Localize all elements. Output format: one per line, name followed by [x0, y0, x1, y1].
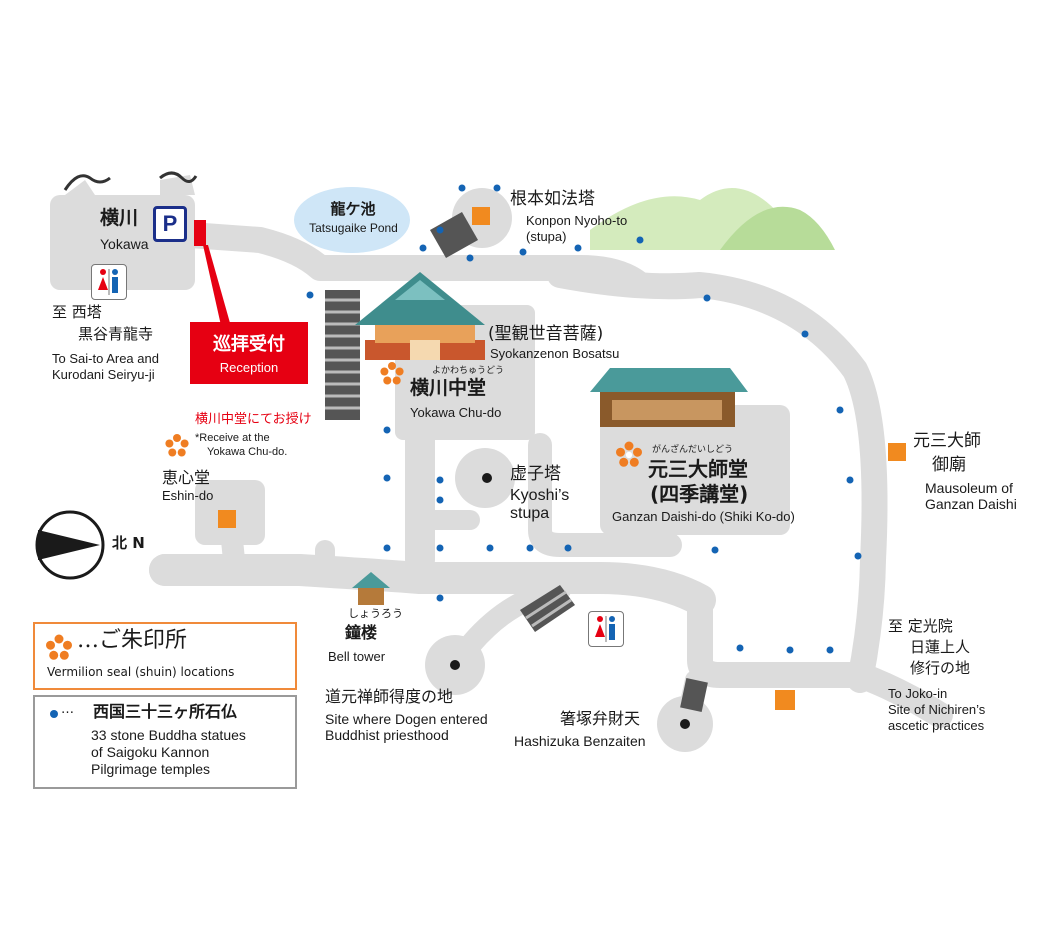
- saito-en2: Kurodani Seiryu-ji: [52, 367, 155, 382]
- hashizuka-jp: 箸塚弁財天: [560, 709, 641, 728]
- bell-jp: 鐘楼: [345, 623, 378, 642]
- pond-jp: 龍ケ池: [330, 200, 376, 218]
- legend-stone-jp: 西国三十三ヶ所石仏: [93, 702, 238, 721]
- joko-en3: ascetic practices: [888, 718, 985, 733]
- mausoleum-jp2: 御廟: [932, 455, 966, 475]
- joko-jp2: 日蓮上人: [910, 638, 971, 656]
- ganzan-en: Ganzan Daishi-do (Shiki Ko-do): [612, 509, 795, 524]
- dogen-en1: Site where Dogen entered: [325, 711, 488, 727]
- joko-jp3: 修行の地: [910, 659, 971, 677]
- mausoleum-marker: [888, 443, 906, 461]
- eshindo-en: Eshin-do: [162, 488, 214, 503]
- yokawa-label-en: Yokawa: [100, 236, 149, 252]
- parking-icon: P: [153, 206, 187, 242]
- receive-note-en2: Yokawa Chu-do.: [207, 446, 288, 458]
- orange-markers: [218, 207, 906, 710]
- legend-stone-buddha: … 西国三十三ヶ所石仏 33 stone Buddha statues of S…: [33, 695, 297, 789]
- stairs: [325, 212, 708, 712]
- dogen-jp: 道元禅師得度の地: [325, 687, 454, 706]
- legend-stone-en3: Pilgrimage temples: [91, 761, 211, 777]
- legend-seal: …ご朱印所 Vermilion seal (shuin) locations: [33, 622, 297, 690]
- reception-jp: 巡拝受付: [213, 334, 285, 355]
- joko-en2: Site of Nichiren’s: [888, 702, 986, 717]
- bell-ruby: しょうろう: [348, 607, 403, 620]
- reception-en: Reception: [219, 360, 279, 375]
- receive-note-jp: 横川中堂にてお授け: [195, 412, 312, 427]
- seal-asterisks: [165, 362, 642, 467]
- joko-en1: To Joko-in: [888, 686, 948, 701]
- joko-jp1: 至 定光院: [888, 617, 953, 635]
- dogen-en2: Buddhist priesthood: [325, 727, 449, 743]
- pond-en: Tatsugaike Pond: [309, 221, 398, 235]
- kyoshi-en1: Kyoshi’s: [510, 487, 570, 504]
- legend-seal-en: Vermilion seal (shuin) locations: [47, 665, 235, 679]
- ganzan-daishido-building: [590, 368, 748, 427]
- joko-marker: [775, 690, 795, 710]
- north-label: 北 N: [112, 534, 145, 552]
- tatsugaike-pond: [294, 187, 410, 253]
- konpon-marker: [472, 207, 490, 225]
- eshindo-seal-icon: [165, 434, 189, 457]
- legend-stone-dots: …: [61, 702, 74, 717]
- restroom-icon: [91, 264, 127, 300]
- syokanzenon-jp: (聖観世音菩薩): [488, 324, 604, 344]
- kyoshi-point: [482, 473, 492, 483]
- konpon-en2: (stupa): [526, 229, 567, 244]
- konpon-en1: Konpon Nyoho-to: [526, 213, 628, 228]
- legend-stone-en2: of Saigoku Kannon: [91, 744, 210, 760]
- kyoshi-en2: stupa: [510, 505, 550, 522]
- restroom-icon-2: [588, 611, 624, 647]
- konpon-jp: 根本如法塔: [510, 189, 595, 209]
- ganzan-ruby: がんざんだいしどう: [652, 445, 734, 455]
- yokawa-chudo-building: [355, 272, 485, 360]
- saito-jp2: 黒谷青龍寺: [78, 325, 154, 343]
- receive-note-en1: *Receive at the: [195, 432, 270, 444]
- chudo-seal-icon: [380, 362, 404, 385]
- saito-jp1: 至 西塔: [52, 303, 102, 321]
- ganzan-plaza: [600, 405, 790, 535]
- dogen-point: [450, 660, 460, 670]
- north-arrow-icon: [35, 510, 105, 580]
- chudo-ruby: よかわちゅうどう: [432, 366, 505, 376]
- hills: [590, 188, 835, 250]
- yokawa-edge-line: [63, 174, 111, 191]
- mausoleum-en2: Ganzan Daishi: [925, 496, 1017, 512]
- hashizuka-en: Hashizuka Benzaiten: [514, 733, 646, 749]
- legend-dot-icon: [50, 710, 58, 718]
- legend-stone-en1: 33 stone Buddha statues: [91, 727, 246, 743]
- bell-tower-building: [352, 572, 390, 605]
- kyoshi-jp: 虚子塔: [510, 464, 561, 484]
- yokawa-label-jp: 横川: [100, 207, 139, 229]
- syokanzenon-en: Syokanzenon Bosatsu: [490, 346, 620, 361]
- legend-seal-icon: [46, 634, 72, 660]
- black-point-markers: [450, 473, 690, 729]
- bell-en: Bell tower: [328, 649, 386, 664]
- stone-buddha-dots: [306, 184, 862, 654]
- saito-en1: To Sai-to Area and: [52, 351, 159, 366]
- hashizuka-point: [680, 719, 690, 729]
- ganzan-jp1: 元三大師堂: [648, 457, 748, 481]
- chudo-jp: 横川中堂: [410, 377, 487, 399]
- reception-marker: [194, 220, 206, 246]
- eshindo-marker: [218, 510, 236, 528]
- ganzan-jp2: (四季講堂): [650, 482, 749, 506]
- eshindo-jp: 恵心堂: [162, 468, 211, 487]
- legend-seal-jp: …ご朱印所: [77, 628, 188, 653]
- reception-badge[interactable]: 巡拝受付 Reception: [190, 322, 308, 384]
- mausoleum-jp1: 元三大師: [913, 431, 981, 451]
- mausoleum-en1: Mausoleum of: [925, 480, 1013, 496]
- chudo-en: Yokawa Chu-do: [410, 405, 502, 420]
- reception-pointer: [203, 245, 232, 330]
- ganzan-seal-icon: [616, 441, 642, 467]
